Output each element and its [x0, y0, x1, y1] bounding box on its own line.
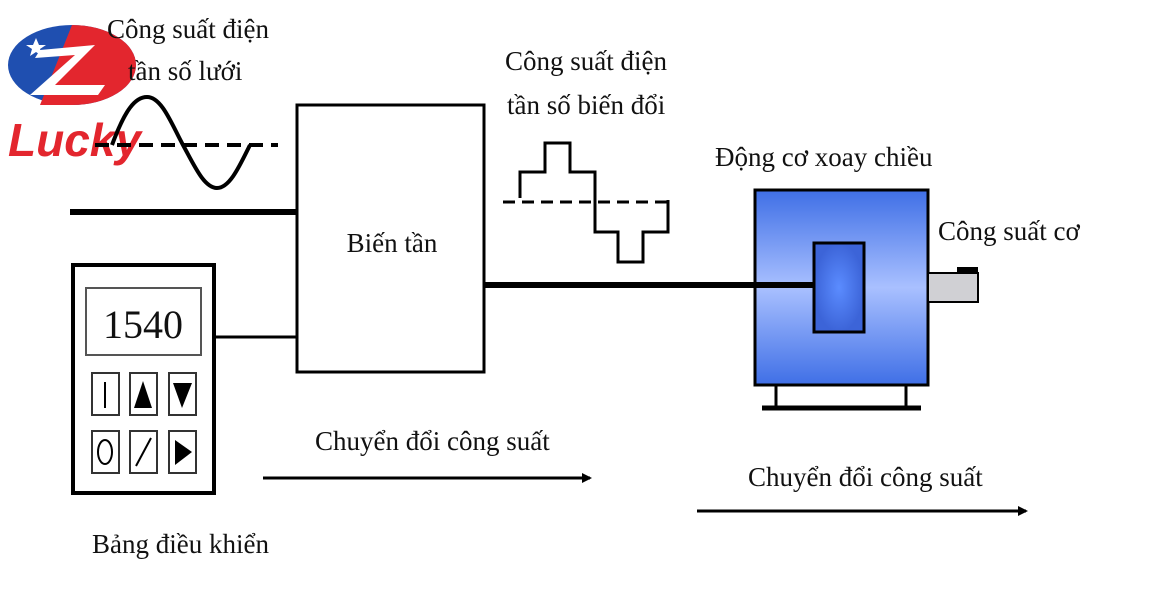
stop-icon [97, 439, 113, 465]
sine-wave [110, 94, 252, 191]
panel-button-start[interactable] [91, 372, 120, 416]
motor-rotor [812, 241, 866, 334]
grid-power-label-2: tần số lưới [128, 56, 242, 86]
ac-motor [753, 188, 979, 411]
power-conversion-label-1: Chuyển đổi công suất [315, 426, 550, 456]
triangle-up-icon [134, 381, 152, 408]
motor-label: Động cơ xoay chiều [715, 142, 933, 172]
panel-display [85, 287, 202, 356]
panel-button-stop[interactable] [91, 430, 120, 474]
display-value: 1540 [103, 302, 183, 347]
lucky-logo: Lucky [8, 25, 143, 166]
control-panel-label: Bảng điều khiển [92, 529, 269, 559]
stepped-wave [518, 141, 670, 264]
panel-button-down[interactable] [168, 372, 197, 416]
triangle-right-icon [175, 440, 192, 465]
shaft-key [957, 267, 978, 273]
panel-button-run[interactable] [168, 430, 197, 474]
motor-shaft [927, 272, 979, 303]
slash-icon [135, 437, 152, 467]
converted-power-label-2: tần số biến đổi [507, 90, 665, 120]
panel-button-up[interactable] [129, 372, 158, 416]
inverter-label: Biến tần [347, 228, 438, 258]
mechanical-power-label: Công suất cơ [938, 216, 1080, 246]
triangle-down-icon [173, 383, 192, 408]
star-icon [26, 38, 46, 56]
grid-power-label-1: Công suất điện [107, 14, 269, 44]
inverter-box [295, 103, 486, 374]
converted-power-label-1: Công suất điện [505, 46, 667, 76]
power-conversion-label-2: Chuyển đổi công suất [748, 462, 983, 492]
logo-z-mark [30, 45, 105, 95]
panel-button-slash[interactable] [129, 430, 158, 474]
control-panel: 1540 [71, 263, 216, 495]
